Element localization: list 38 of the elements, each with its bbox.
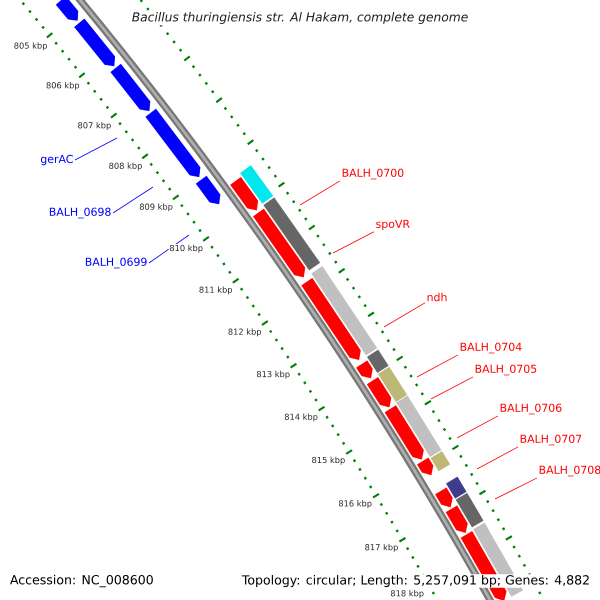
ruler-label: 811 kbp [198, 286, 234, 296]
ruler-label: 810 kbp [168, 244, 204, 254]
ruler-label: 805 kbp [13, 42, 48, 51]
leader-line [384, 302, 426, 328]
leader-line [332, 231, 374, 254]
ruler-label: 815 kbp [310, 456, 346, 466]
ruler-label: 806 kbp [45, 81, 80, 91]
gene-label: ndh [428, 292, 446, 302]
gene-label: gerAC [40, 154, 73, 166]
leader-line [476, 446, 518, 470]
ruler-label: 818 kbp [390, 589, 425, 599]
ruler-label: 817 kbp [364, 543, 400, 553]
leader-line [494, 478, 538, 500]
gene-label: BALH_0698 [50, 208, 111, 218]
accession-label: Accession: NC_008600 [9, 574, 154, 588]
genome-info-label: Topology: circular; Length: 5,257,091 bp; Genes: 4,882 [241, 574, 591, 588]
ruler-label: 807 kbp [76, 121, 112, 131]
gene-label: BALH_0706 [500, 404, 562, 414]
leader-line [430, 376, 474, 400]
leader-line [74, 138, 118, 160]
ruler-label: 808 kbp [108, 162, 144, 172]
leader-line [416, 354, 458, 378]
gene-label: BALH_0704 [460, 342, 522, 354]
ruler-label: 812 kbp [227, 328, 262, 338]
ruler-label: 814 kbp [284, 412, 319, 422]
title: Bacillus thuringiensis str. Al Hakam, complete genome [130, 10, 470, 26]
leader-line [300, 180, 340, 206]
gene-label: BALH_0708 [540, 466, 600, 476]
gene-label: BALH_0699 [86, 258, 147, 268]
gene-label: BALH_0700 [342, 168, 404, 180]
leader-line [456, 416, 498, 438]
ruler-label: 809 kbp [138, 202, 174, 212]
leader-line [112, 186, 154, 214]
ruler-label: 813 kbp [256, 370, 291, 380]
gene-label: spoVR [376, 220, 410, 230]
gene-label: BALH_0707 [520, 434, 582, 446]
gene-label: BALH_0705 [476, 364, 536, 376]
ruler-label: 816 kbp [338, 499, 373, 509]
